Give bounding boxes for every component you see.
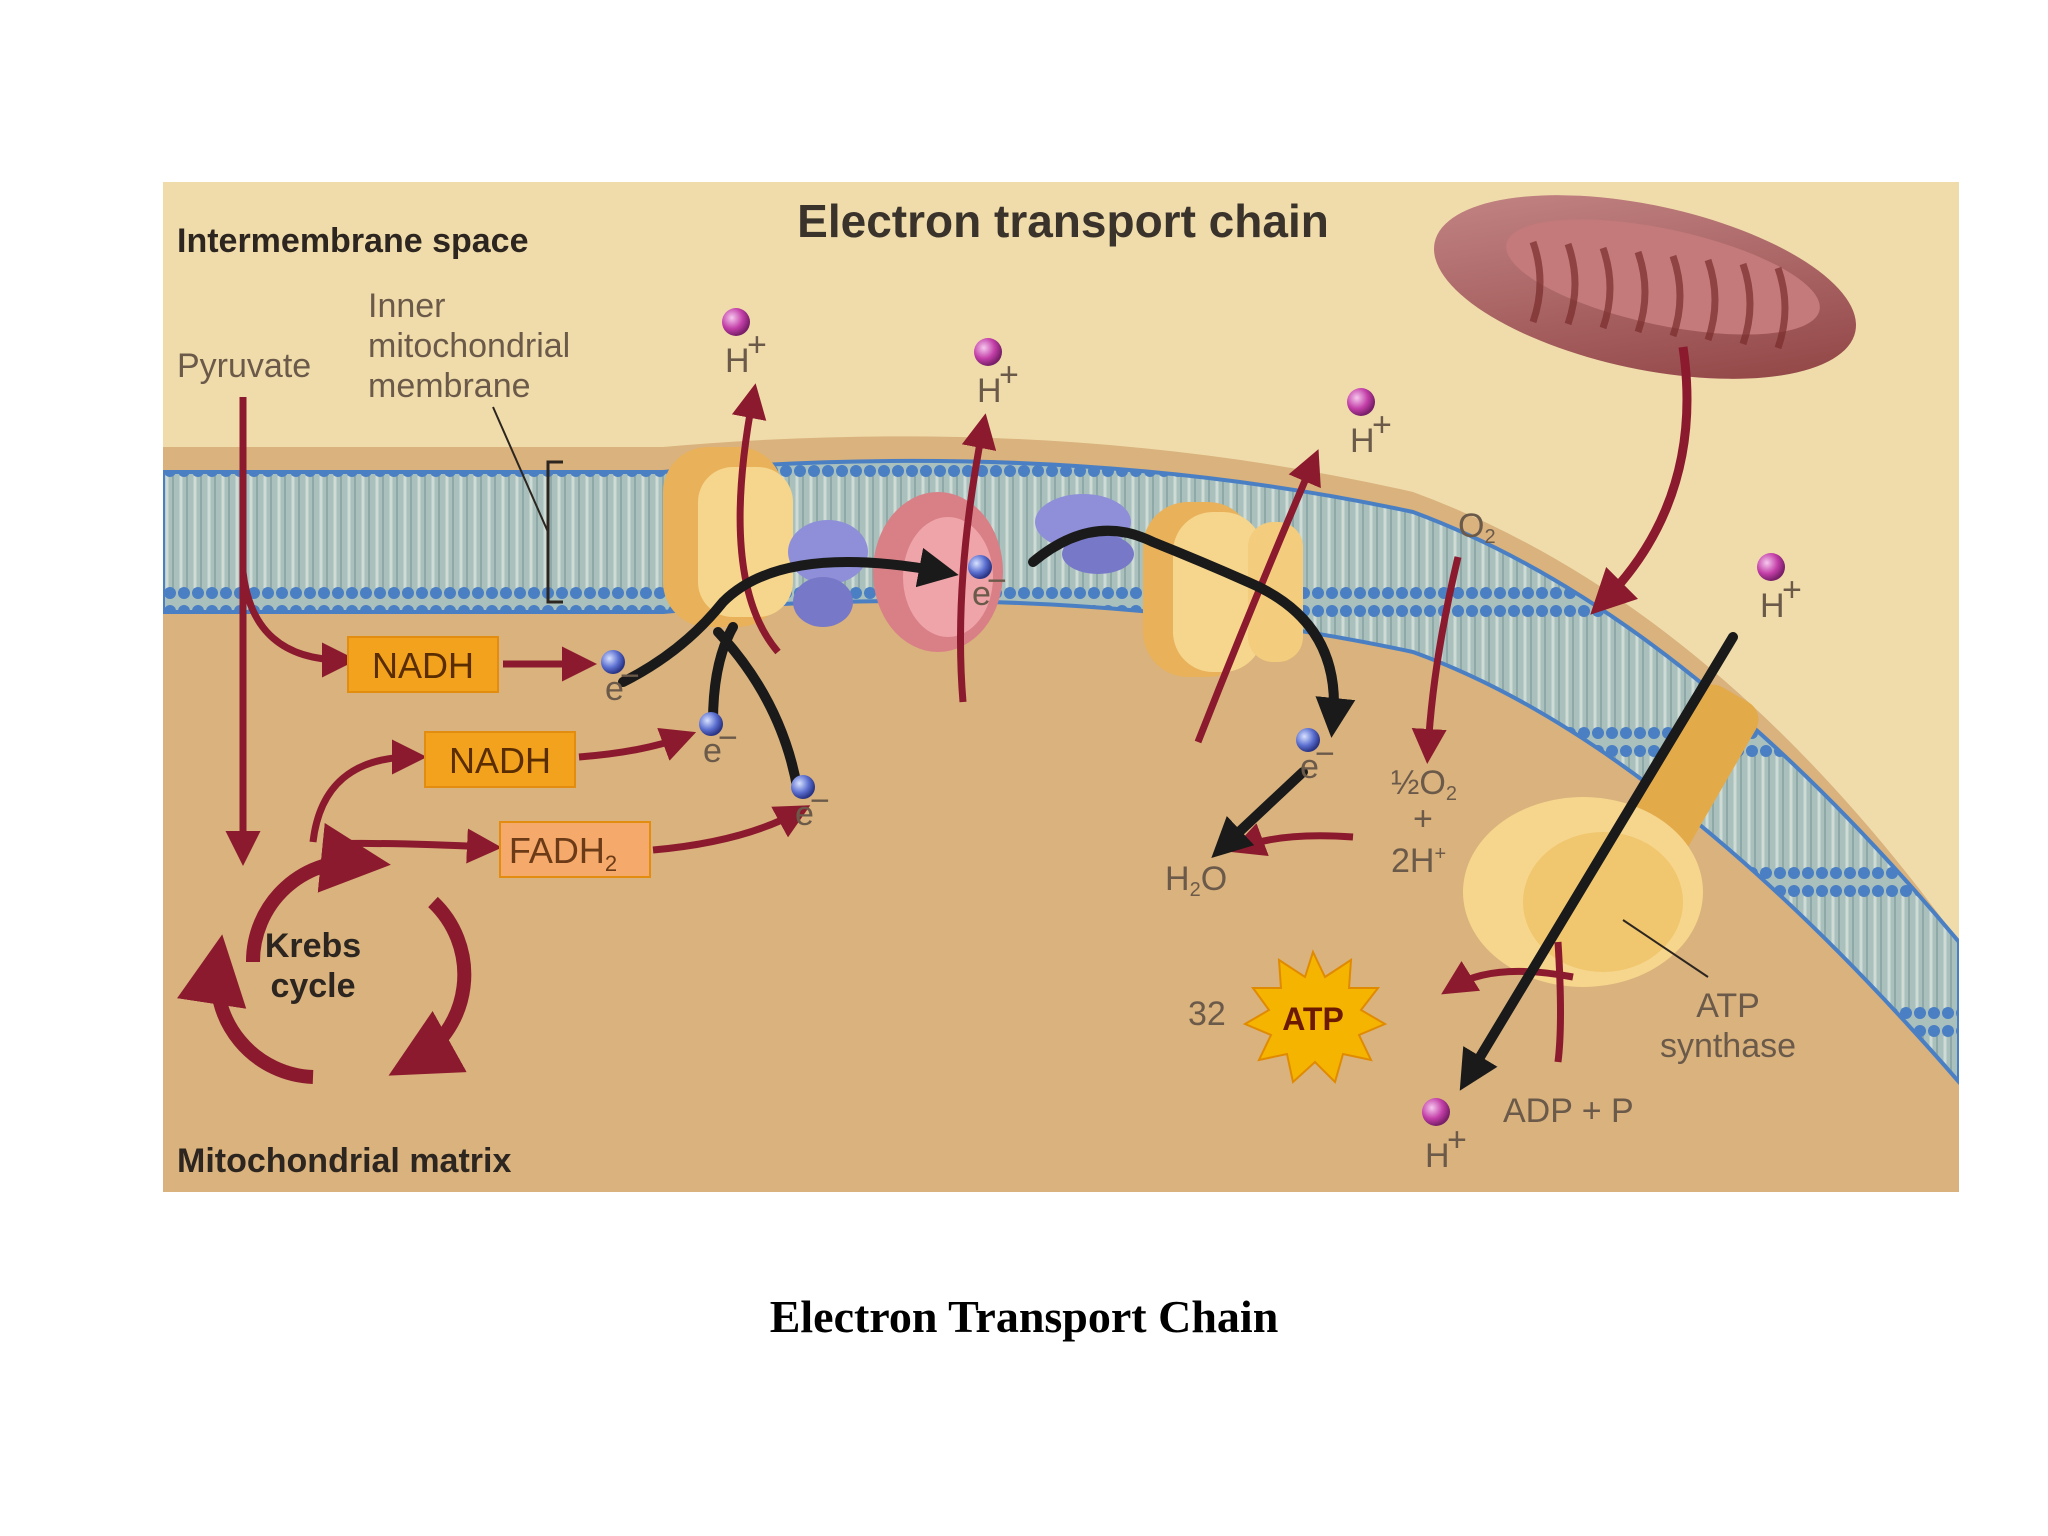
svg-text:e: e — [1300, 748, 1319, 786]
svg-text:+: + — [747, 326, 767, 364]
intermembrane-label: Intermembrane space — [177, 222, 529, 260]
atp-arrow — [1441, 961, 1574, 995]
proton-1: H+ — [722, 308, 767, 380]
electron-4: e− — [968, 555, 1007, 613]
zoom-arrow — [1590, 346, 1692, 615]
two-h-label: 2H+ — [1391, 842, 1446, 880]
krebs-label-2: cycle — [270, 967, 355, 1005]
proton-pump-2 — [957, 413, 997, 703]
proton-pump-1 — [731, 383, 781, 655]
figure-caption: Electron Transport Chain — [769, 1291, 1279, 1342]
adp-p-label: ADP + P — [1503, 1092, 1634, 1130]
nadh-label-2: NADH — [449, 740, 551, 781]
proton-4: H+ — [1757, 553, 1802, 625]
matrix-label: Mitochondrial matrix — [177, 1142, 511, 1180]
o2-arrow — [1411, 556, 1462, 764]
inner-membrane-label-2: mitochondrial — [368, 327, 570, 365]
svg-text:H: H — [725, 342, 750, 380]
svg-text:+: + — [1782, 571, 1802, 609]
proton-5: H+ — [1422, 1098, 1467, 1175]
svg-text:−: − — [987, 562, 1007, 600]
electron-1: e− — [601, 650, 640, 708]
svg-text:−: − — [810, 782, 830, 820]
svg-text:e: e — [795, 795, 814, 833]
proton-pump-3 — [1194, 449, 1321, 744]
svg-text:e: e — [605, 670, 624, 708]
atp-synthase-proton-channel — [1459, 632, 1738, 1091]
ubiquinone — [788, 520, 868, 627]
svg-text:H: H — [1350, 422, 1375, 460]
atp-label: ATP — [1282, 1001, 1344, 1037]
svg-text:+: + — [1447, 1121, 1467, 1159]
pyruvate-label: Pyruvate — [177, 347, 311, 385]
svg-text:e: e — [972, 575, 991, 613]
half-o2-label: ½O2 — [1391, 764, 1457, 805]
electron-path-3 — [713, 627, 803, 797]
proton-2: H+ — [974, 338, 1019, 410]
electron-5: e− — [1296, 728, 1335, 786]
membrane-pointer — [492, 406, 549, 533]
krebs-fadh2-arrow — [322, 828, 502, 864]
electron-path-1 — [618, 547, 959, 687]
nadh2-arrow — [578, 727, 697, 761]
o2-label: O2 — [1458, 507, 1496, 548]
pyruvate-nadh-arrow — [239, 571, 357, 678]
plus-label: + — [1413, 800, 1433, 838]
inner-membrane-label-1: Inner — [368, 287, 446, 325]
krebs-cycle: Krebs cycle — [177, 823, 472, 1084]
diagram-title: Electron transport chain — [797, 195, 1329, 247]
complex-iv — [1143, 502, 1303, 677]
svg-text:+: + — [999, 356, 1019, 394]
svg-text:e: e — [703, 732, 722, 770]
fadh2-box — [499, 821, 651, 878]
atp-starburst — [1242, 949, 1388, 1084]
fadh2-arrow — [652, 805, 811, 854]
water-label: H2O — [1165, 860, 1227, 901]
krebs-label-1: Krebs — [265, 927, 361, 965]
cytochrome-c — [1035, 494, 1134, 574]
electron-2: e− — [699, 712, 738, 770]
nadh-label-1: NADH — [372, 645, 474, 686]
svg-text:H: H — [977, 372, 1002, 410]
etc-figure: Krebs cycle Electron transport chain Int… — [161, 182, 1961, 1192]
nadh-box-1 — [347, 636, 499, 693]
fadh2-label: FADH2 — [509, 830, 617, 876]
electron-path-2 — [708, 622, 738, 727]
svg-text:H: H — [1425, 1137, 1450, 1175]
adp-arc — [1554, 941, 1564, 1063]
svg-text:−: − — [718, 719, 738, 757]
svg-text:+: + — [1372, 406, 1392, 444]
atp-count: 32 — [1188, 995, 1226, 1033]
proton-3: H+ — [1347, 388, 1392, 460]
atp-synthase-label-2: synthase — [1660, 1027, 1796, 1065]
atp-synthase-label-1: ATP — [1696, 987, 1760, 1025]
nadh-box-2 — [424, 731, 576, 788]
svg-text:−: − — [620, 657, 640, 695]
svg-text:−: − — [1315, 735, 1335, 773]
svg-text:H: H — [1760, 587, 1785, 625]
krebs-nadh-arrow — [309, 739, 427, 843]
inner-membrane-label-3: membrane — [368, 367, 531, 405]
electron-path-4 — [1028, 525, 1356, 738]
electron-3: e− — [791, 775, 830, 833]
electron-path-water — [1211, 767, 1308, 858]
mitochondrion-icon — [1434, 195, 1856, 379]
atp-synthase-pointer — [1622, 919, 1709, 978]
